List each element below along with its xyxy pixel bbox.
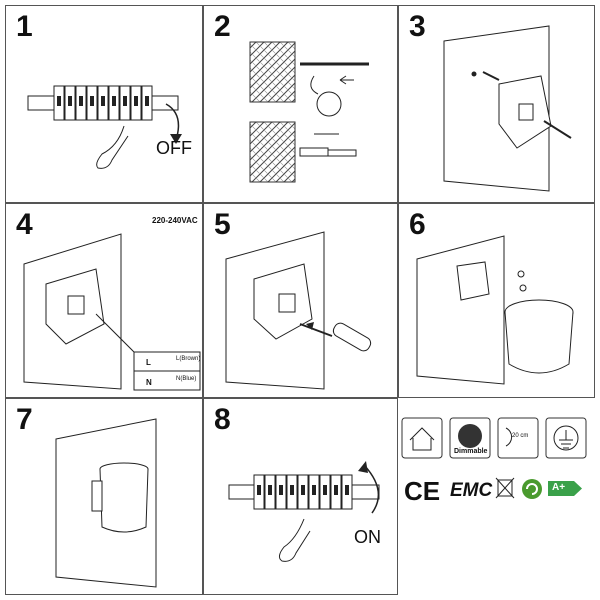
dimmable-label: Dimmable <box>453 448 489 455</box>
breaker-on-illustration <box>228 461 380 562</box>
mount-box-illustration <box>443 25 572 192</box>
breaker-switch <box>301 485 305 495</box>
energy-class-label: A+ <box>552 482 566 493</box>
breaker-switch <box>79 96 83 106</box>
emc-mark: EMC <box>450 480 493 501</box>
step-number: 4 <box>16 208 33 241</box>
wire-live-label: L(Brown) <box>176 356 201 362</box>
breaker-switch <box>257 485 261 495</box>
breaker-switch <box>334 485 338 495</box>
breaker-switch <box>268 485 272 495</box>
breaker-switch <box>345 485 349 495</box>
step-number: 2 <box>214 10 231 43</box>
breaker-switch <box>323 485 327 495</box>
step-number: 1 <box>16 10 33 43</box>
step-2-panel: 2 <box>203 5 398 203</box>
step-5-panel: 5 <box>203 203 398 398</box>
energy-label-icon <box>548 481 574 496</box>
voltage-label: 220-240VAC <box>152 216 198 225</box>
step-number: 5 <box>214 208 231 241</box>
breaker-switch <box>112 96 116 106</box>
ce-mark: CE <box>404 476 441 506</box>
breaker-switch <box>145 96 149 106</box>
on-caption: ON <box>354 527 381 547</box>
installed-fixture-illustration <box>55 418 157 588</box>
step-3-panel: 3 <box>398 5 595 203</box>
breaker-switch <box>123 96 127 106</box>
distance-icon <box>497 417 539 459</box>
terminal-l-label: L <box>146 358 151 367</box>
off-caption: OFF <box>156 138 192 158</box>
breaker-switch <box>90 96 94 106</box>
breaker-switch <box>68 96 72 106</box>
weee-bin-icon <box>495 477 515 499</box>
attach-fixture-illustration <box>416 235 574 385</box>
symbols-illustration <box>401 417 587 499</box>
step-8-panel: 8 ON <box>203 398 398 595</box>
step-6-panel: 6 <box>398 203 595 398</box>
distance-label: 20 cm <box>512 433 529 439</box>
step-number: 6 <box>409 208 426 241</box>
breaker-switch <box>57 96 61 106</box>
wire-neutral-label: N(Blue) <box>176 376 197 382</box>
step-1-panel: 1 OFF <box>5 5 203 203</box>
breaker-switch <box>312 485 316 495</box>
recycle-icon <box>522 479 542 499</box>
step-number: 8 <box>214 403 231 436</box>
drill-plug-illustration <box>249 41 369 183</box>
indoor-use-icon <box>401 417 443 459</box>
step-number: 3 <box>409 10 426 43</box>
breaker-switch <box>134 96 138 106</box>
breaker-off-illustration <box>27 85 182 169</box>
step-7-panel: 7 <box>5 398 203 595</box>
connect-plug-illustration <box>225 231 372 390</box>
symbols-panel: Dimmable 20 cm CE EMC A+ <box>398 398 595 595</box>
step-4-panel: 4 220-240VAC L(Brown) N(Blue) L N <box>5 203 203 398</box>
breaker-switch <box>290 485 294 495</box>
breaker-switch <box>101 96 105 106</box>
terminal-n-label: N <box>146 378 152 387</box>
wiring-illustration <box>23 233 201 391</box>
breaker-switch <box>279 485 283 495</box>
step-number: 7 <box>16 403 33 436</box>
